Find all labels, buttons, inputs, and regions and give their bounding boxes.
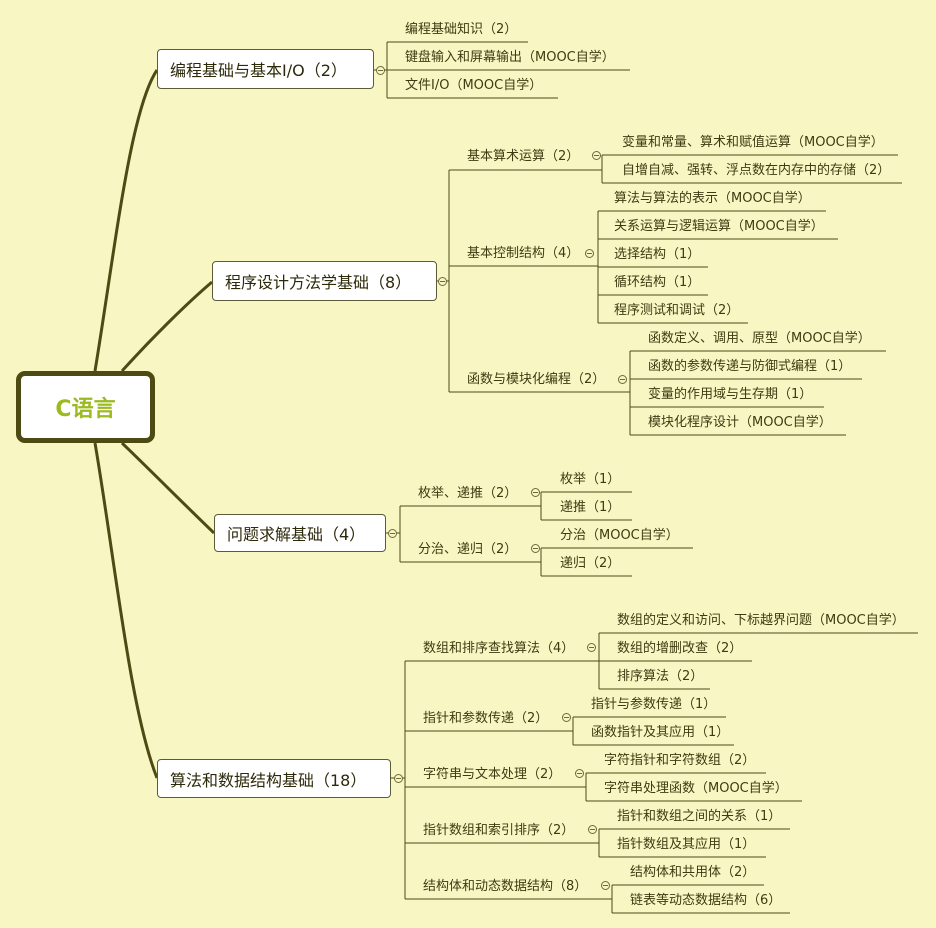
collapse-icon[interactable] bbox=[376, 66, 385, 75]
subtopic-node[interactable]: 模块化程序设计（MOOC自学） bbox=[648, 415, 832, 430]
subtopic-node[interactable]: 指针数组及其应用（1） bbox=[617, 837, 756, 852]
collapse-icon[interactable] bbox=[618, 375, 627, 384]
topic-node[interactable]: 指针和参数传递（2） bbox=[423, 711, 549, 726]
subtopic-node[interactable]: 关系运算与逻辑运算（MOOC自学） bbox=[614, 219, 824, 234]
collapse-icon[interactable] bbox=[531, 488, 540, 497]
root-node[interactable]: C语言 bbox=[16, 371, 155, 443]
subtopic-node[interactable]: 自增自减、强转、浮点数在内存中的存储（2） bbox=[622, 163, 891, 178]
topic-node[interactable]: 结构体和动态数据结构（8） bbox=[423, 879, 588, 894]
topic-node[interactable]: 基本控制结构（4） bbox=[467, 246, 580, 261]
subtopic-node[interactable]: 排序算法（2） bbox=[617, 669, 704, 684]
collapse-icon[interactable] bbox=[592, 151, 601, 160]
subtopic-node[interactable]: 程序测试和调试（2） bbox=[614, 303, 740, 318]
subtopic-node[interactable]: 链表等动态数据结构（6） bbox=[630, 893, 782, 908]
branch-node-algorithms[interactable]: 算法和数据结构基础（18） bbox=[157, 759, 391, 798]
subtopic-node[interactable]: 变量和常量、算术和赋值运算（MOOC自学） bbox=[622, 135, 884, 150]
subtopic-node[interactable]: 指针与参数传递（1） bbox=[591, 697, 717, 712]
topic-node[interactable]: 分治、递归（2） bbox=[418, 542, 518, 557]
collapse-icon[interactable] bbox=[601, 881, 610, 890]
subtopic-node[interactable]: 字符指针和字符数组（2） bbox=[604, 753, 756, 768]
collapse-icon[interactable] bbox=[388, 529, 397, 538]
subtopic-node[interactable]: 函数的参数传递与防御式编程（1） bbox=[648, 359, 852, 374]
branch-node-basic-io[interactable]: 编程基础与基本I/O（2） bbox=[157, 49, 374, 89]
collapse-icon[interactable] bbox=[394, 774, 403, 783]
subtopic-node[interactable]: 字符串处理函数（MOOC自学） bbox=[604, 781, 788, 796]
subtopic-node[interactable]: 数组的定义和访问、下标越界问题（MOOC自学） bbox=[617, 613, 905, 628]
topic-node[interactable]: 文件I/O（MOOC自学） bbox=[405, 78, 543, 93]
subtopic-node[interactable]: 递推（1） bbox=[560, 500, 621, 515]
topic-node[interactable]: 指针数组和索引排序（2） bbox=[423, 823, 575, 838]
subtopic-node[interactable]: 递归（2） bbox=[560, 556, 621, 571]
topic-node[interactable]: 字符串与文本处理（2） bbox=[423, 767, 562, 782]
collapse-icon[interactable] bbox=[585, 249, 594, 258]
topic-node[interactable]: 函数与模块化编程（2） bbox=[467, 372, 606, 387]
topic-node[interactable]: 基本算术运算（2） bbox=[467, 149, 580, 164]
branch-node-problem-solving[interactable]: 问题求解基础（4） bbox=[214, 514, 386, 552]
collapse-icon[interactable] bbox=[438, 277, 447, 286]
collapse-icon[interactable] bbox=[588, 825, 597, 834]
subtopic-node[interactable]: 分治（MOOC自学） bbox=[560, 528, 679, 543]
collapse-icon[interactable] bbox=[587, 643, 596, 652]
branch-node-methodology[interactable]: 程序设计方法学基础（8） bbox=[212, 261, 437, 301]
topic-node[interactable]: 键盘输入和屏幕输出（MOOC自学） bbox=[405, 50, 615, 65]
subtopic-node[interactable]: 结构体和共用体（2） bbox=[630, 865, 756, 880]
subtopic-node[interactable]: 算法与算法的表示（MOOC自学） bbox=[614, 191, 811, 206]
subtopic-node[interactable]: 枚举（1） bbox=[560, 472, 621, 487]
collapse-icon[interactable] bbox=[562, 713, 571, 722]
collapse-icon[interactable] bbox=[531, 544, 540, 553]
subtopic-node[interactable]: 变量的作用域与生存期（1） bbox=[648, 387, 813, 402]
collapse-icon[interactable] bbox=[575, 769, 584, 778]
subtopic-node[interactable]: 循环结构（1） bbox=[614, 275, 701, 290]
topic-node[interactable]: 编程基础知识（2） bbox=[405, 22, 518, 37]
subtopic-node[interactable]: 函数指针及其应用（1） bbox=[591, 725, 730, 740]
topic-node[interactable]: 枚举、递推（2） bbox=[418, 486, 518, 501]
subtopic-node[interactable]: 函数定义、调用、原型（MOOC自学） bbox=[648, 331, 871, 346]
subtopic-node[interactable]: 数组的增删改查（2） bbox=[617, 641, 743, 656]
subtopic-node[interactable]: 选择结构（1） bbox=[614, 247, 701, 262]
topic-node[interactable]: 数组和排序查找算法（4） bbox=[423, 641, 575, 656]
subtopic-node[interactable]: 指针和数组之间的关系（1） bbox=[617, 809, 782, 824]
